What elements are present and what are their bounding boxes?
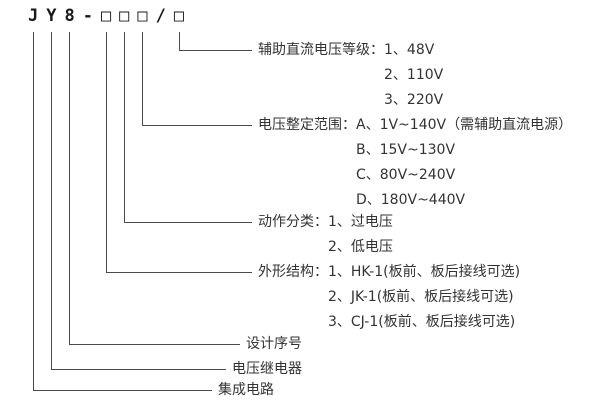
legend-group-structure: 外形结构： 1、HK-1(板前、板后接线可选) 2、JK-1(板前、板后接线可选… bbox=[258, 260, 520, 335]
connector-hline-integrated-circuit bbox=[33, 390, 212, 391]
model-code: JY8-□□□/□ bbox=[28, 6, 193, 26]
connector-hline-voltage-relay bbox=[51, 369, 226, 370]
legend-item: 1、HK-1(板前、板后接线可选) bbox=[328, 264, 521, 280]
legend-item: B、15V~130V bbox=[356, 142, 456, 158]
legend-label-action-class: 动作分类： bbox=[258, 214, 328, 230]
connector-vline-structure bbox=[106, 32, 107, 272]
connector-hline-setting-range bbox=[142, 125, 252, 126]
legend-item: A、1V~140V（需辅助直流电源） bbox=[356, 117, 573, 133]
legend-item: 1、过电压 bbox=[328, 214, 393, 230]
legend-group-aux-voltage: 辅助直流电压等级： 1、48V 2、110V 3、220V bbox=[258, 38, 443, 113]
legend-item: D、180V~440V bbox=[356, 192, 466, 208]
connector-hline-aux-voltage bbox=[179, 50, 252, 51]
connector-vline-voltage-relay bbox=[51, 32, 52, 369]
legend-label-design-serial: 设计序号 bbox=[246, 336, 302, 352]
legend-label-voltage-relay: 电压继电器 bbox=[232, 361, 302, 377]
legend-label-setting-range: 电压整定范围： bbox=[258, 117, 356, 133]
legend-label-aux-voltage: 辅助直流电压等级： bbox=[258, 42, 384, 58]
legend-item: 3、CJ-1(板前、板后接线可选) bbox=[328, 314, 516, 330]
legend-item: C、80V~240V bbox=[356, 167, 456, 183]
legend-group-setting-range: 电压整定范围： A、1V~140V（需辅助直流电源） B、15V~130V C、… bbox=[258, 113, 572, 213]
legend-label-integrated-circuit: 集成电路 bbox=[218, 382, 274, 398]
connector-vline-integrated-circuit bbox=[33, 32, 34, 390]
legend-label-structure: 外形结构： bbox=[258, 264, 328, 280]
connector-vline-action-class bbox=[124, 32, 125, 222]
legend-item: 2、JK-1(板前、板后接线可选) bbox=[328, 289, 514, 305]
legend-item: 2、低电压 bbox=[328, 239, 393, 255]
connector-vline-design-serial bbox=[69, 32, 70, 344]
connector-hline-structure bbox=[106, 272, 252, 273]
legend-item: 1、48V bbox=[384, 42, 435, 58]
legend-item: 2、110V bbox=[384, 67, 444, 83]
connector-hline-action-class bbox=[124, 222, 252, 223]
connector-hline-design-serial bbox=[69, 344, 240, 345]
legend-item: 3、220V bbox=[384, 92, 444, 108]
connector-vline-aux-voltage bbox=[179, 32, 180, 50]
connector-vline-setting-range bbox=[142, 32, 143, 125]
legend-group-action-class: 动作分类： 1、过电压 2、低电压 bbox=[258, 210, 393, 260]
